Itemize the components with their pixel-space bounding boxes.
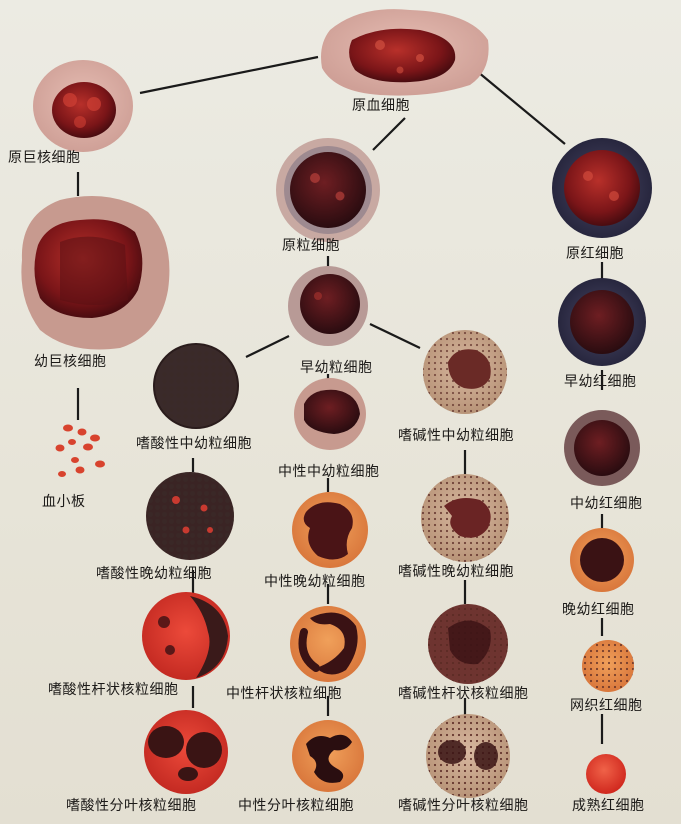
basophil-myelocyte-cell: [423, 330, 507, 414]
label-reticulocyte: 网织红细胞: [570, 698, 643, 714]
basophil-metamyelocyte-cell: [421, 474, 509, 562]
reticulocyte-cell: [582, 640, 634, 692]
intermediate-erythroblast-cell: [564, 410, 640, 486]
eosinophil-band-cell: [142, 592, 230, 680]
label-eosinophil-band: 嗜酸性杆状核粒细胞: [48, 682, 179, 698]
label-megakaryoblast: 原巨核细胞: [8, 150, 81, 166]
label-eosinophil-metamyelocyte: 嗜酸性晚幼粒细胞: [96, 566, 212, 582]
eosinophil-segmented-cell: [144, 710, 228, 794]
label-platelet: 血小板: [42, 494, 86, 510]
label-promyelocyte: 早幼粒细胞: [300, 360, 373, 376]
promegakaryocyte-cell: [21, 196, 169, 350]
label-early-erythroblast: 早幼红细胞: [564, 374, 637, 390]
eosinophil-metamyelocyte-cell: [146, 472, 234, 560]
label-myeloblast: 原粒细胞: [282, 238, 340, 254]
proerythroblast-cell: [552, 138, 652, 238]
label-erythrocyte: 成熟红细胞: [572, 798, 645, 814]
neutrophil-segmented-cell: [292, 720, 364, 792]
basophil-band-cell: [428, 604, 508, 684]
eosinophil-myelocyte-cell: [154, 344, 238, 428]
megakaryoblast-cell: [33, 60, 133, 152]
platelet-cluster: [56, 425, 106, 478]
label-basophil-band: 嗜碱性杆状核粒细胞: [398, 686, 529, 702]
promyelocyte-cell: [288, 266, 368, 346]
label-late-erythroblast: 晚幼红细胞: [562, 602, 635, 618]
basophil-segmented-cell: [426, 714, 510, 798]
neutrophil-metamyelocyte-cell: [292, 492, 368, 568]
label-basophil-segmented: 嗜碱性分叶核粒细胞: [398, 798, 529, 814]
label-promegakaryocyte: 幼巨核细胞: [34, 354, 107, 370]
label-neutrophil-band: 中性杆状核粒细胞: [226, 686, 342, 702]
late-erythroblast-cell: [570, 528, 634, 592]
neutrophil-band-cell: [290, 606, 366, 682]
neutrophil-myelocyte-cell: [294, 378, 366, 450]
label-neutrophil-metamyelocyte: 中性晚幼粒细胞: [264, 574, 366, 590]
myeloblast-cell: [276, 138, 380, 242]
early-erythroblast-cell: [558, 278, 646, 366]
label-proerythroblast: 原红细胞: [566, 246, 624, 262]
erythrocyte-cell: [586, 754, 626, 794]
label-eosinophil-segmented: 嗜酸性分叶核粒细胞: [66, 798, 197, 814]
label-hemocytoblast: 原血细胞: [352, 98, 410, 114]
label-basophil-myelocyte: 嗜碱性中幼粒细胞: [398, 428, 514, 444]
label-neutrophil-myelocyte: 中性中幼粒细胞: [278, 464, 380, 480]
label-intermediate-erythroblast: 中幼红细胞: [570, 496, 643, 512]
hemocytoblast-cell: [321, 9, 489, 95]
label-eosinophil-myelocyte: 嗜酸性中幼粒细胞: [136, 436, 252, 452]
label-basophil-metamyelocyte: 嗜碱性晚幼粒细胞: [398, 564, 514, 580]
label-neutrophil-segmented: 中性分叶核粒细胞: [238, 798, 354, 814]
